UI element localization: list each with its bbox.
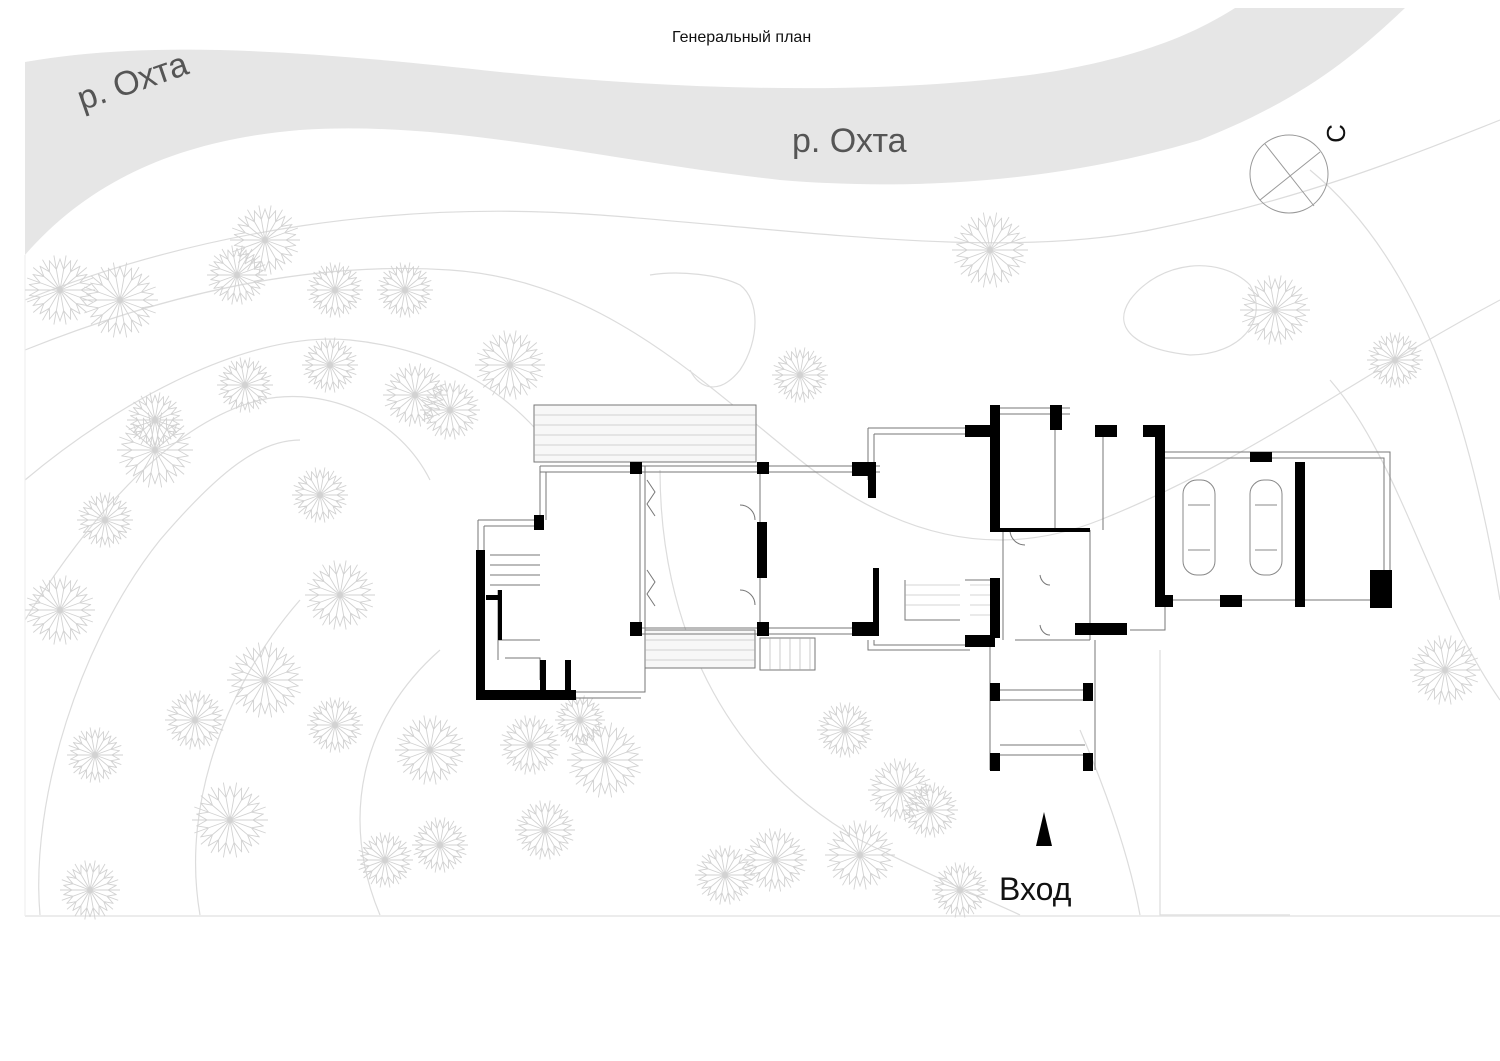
tree-icon [868,758,932,822]
tree-icon [515,800,575,860]
tree-icon [932,862,988,918]
tree-icon [1410,635,1480,705]
car-icon [1182,479,1283,576]
tree-icon [307,262,363,318]
tree-icon [207,245,267,305]
river-label: р. Охта [792,122,907,160]
tree-icon [475,330,545,400]
tree-icon [357,832,413,888]
tree-icon [1367,332,1423,388]
tree-icon [772,347,828,403]
tree-icon [420,380,480,440]
tree-icon [25,255,95,325]
tree-icon [230,205,300,275]
tree-icon [192,782,268,858]
tree-icon [395,715,465,785]
building-floor-plan [476,404,1392,771]
trees [25,205,1480,920]
tree-icon [292,467,348,523]
tree-icon [817,702,873,758]
tree-icon [743,828,807,892]
tree-icon [1240,275,1310,345]
north-compass-icon [1249,134,1329,214]
tree-icon [60,860,120,920]
tree-icon [377,262,433,318]
entrance-arrow-icon [1036,812,1052,846]
tree-icon [500,715,560,775]
tree-icon [165,690,225,750]
contour-lines [24,119,1500,916]
tree-icon [307,697,363,753]
tree-icon [217,357,273,413]
north-label: С [1320,124,1351,143]
tree-icon [67,727,123,783]
tree-icon [127,392,183,448]
tree-icon [383,363,447,427]
tree-icon [227,642,303,718]
tree-icon [77,492,133,548]
entrance-label: Вход [999,871,1072,907]
plan-title: Генеральный план [672,29,812,46]
tree-icon [825,820,895,890]
tree-icon [902,782,958,838]
tree-icon [117,412,193,488]
tree-icon [952,212,1028,288]
tree-icon [695,845,755,905]
tree-icon [82,262,158,338]
tree-icon [567,722,643,798]
tree-icon [302,337,358,393]
tree-icon [412,817,468,873]
tree-icon [305,560,375,630]
tree-icon [25,575,95,645]
tree-icon [555,695,605,745]
river [25,8,1405,255]
